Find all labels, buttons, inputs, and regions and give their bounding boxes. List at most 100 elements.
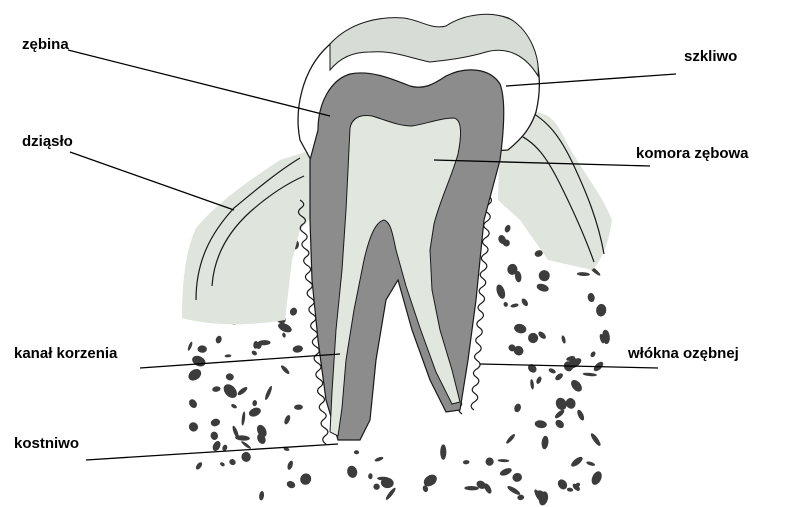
bone-particle xyxy=(251,350,258,357)
bone-particle xyxy=(513,403,522,413)
leader-dziaslo xyxy=(70,152,234,210)
bone-particle xyxy=(187,398,198,410)
bone-particle xyxy=(230,403,237,409)
bone-particle xyxy=(587,292,596,302)
bone-particle xyxy=(286,460,294,471)
bone-particle xyxy=(289,306,299,316)
bone-particle xyxy=(282,332,287,338)
bone-particle xyxy=(576,409,586,422)
bone-particle xyxy=(373,483,380,490)
leader-kostniwo xyxy=(86,444,338,460)
bone-particle xyxy=(252,400,257,406)
bone-particle xyxy=(195,461,204,470)
bone-particle xyxy=(503,301,509,307)
bone-particle xyxy=(583,372,597,376)
bone-particle xyxy=(212,386,221,393)
bone-particle xyxy=(526,331,540,345)
bone-particle xyxy=(354,450,359,454)
bone-particle xyxy=(240,440,251,450)
bone-particle xyxy=(190,354,207,369)
bone-particle xyxy=(570,455,585,468)
bone-particle xyxy=(485,457,495,467)
label-dziaslo: dziąsło xyxy=(22,133,73,150)
bone-particle xyxy=(221,382,240,401)
bone-particle xyxy=(536,282,550,293)
label-zebina: zębina xyxy=(22,36,69,53)
bone-particle xyxy=(513,323,527,335)
bone-particle xyxy=(520,297,529,307)
bone-particle xyxy=(590,470,604,487)
bone-particle xyxy=(510,303,519,308)
bone-particle xyxy=(577,272,590,276)
bone-particle xyxy=(530,379,535,390)
bone-particle xyxy=(187,341,193,351)
bone-particle xyxy=(236,386,248,397)
bone-particle xyxy=(211,440,222,453)
bone-particle xyxy=(495,283,507,300)
bone-particle xyxy=(548,367,557,374)
bone-particle xyxy=(219,461,225,467)
gingiva xyxy=(182,150,312,324)
bone-particle xyxy=(240,451,252,463)
bone-particle xyxy=(228,458,237,467)
bone-particle xyxy=(283,414,291,425)
bone-particle xyxy=(264,385,273,400)
bone-particle xyxy=(241,411,246,425)
bone-particle xyxy=(385,487,397,501)
bone-particle xyxy=(298,471,313,487)
bone-particle xyxy=(377,477,389,481)
bone-particle xyxy=(440,444,446,459)
bone-particle xyxy=(225,373,234,382)
label-szkliwo: szkliwo xyxy=(684,48,737,65)
bone-particle xyxy=(187,421,199,434)
bone-particle xyxy=(538,269,551,282)
bone-particle xyxy=(535,376,542,385)
bone-particle xyxy=(259,491,265,501)
leader-kanal-korzenia xyxy=(140,354,340,368)
bone-particle xyxy=(561,335,567,344)
bone-particle xyxy=(463,460,470,465)
label-wlokna-ozebnej: włókna ozębnej xyxy=(627,345,739,362)
bone-particle xyxy=(506,484,521,496)
bone-particle xyxy=(595,303,607,317)
bone-particle xyxy=(569,378,584,394)
bone-particle xyxy=(368,473,373,479)
bone-particle xyxy=(589,351,596,359)
bone-particle xyxy=(280,364,291,375)
bone-particle xyxy=(504,224,512,233)
bone-particle xyxy=(248,406,263,418)
label-kanal-korzenia: kanał korzenia xyxy=(14,345,118,362)
bone-particle xyxy=(554,408,566,419)
bone-particle xyxy=(505,433,516,445)
leader-zebina xyxy=(68,50,330,116)
bone-particle xyxy=(210,418,221,428)
bone-particle xyxy=(499,467,513,478)
bone-particle xyxy=(526,362,538,374)
bone-particle xyxy=(541,435,549,449)
bone-particle xyxy=(286,480,297,490)
bone-particle xyxy=(586,461,596,467)
bone-particle xyxy=(511,472,522,483)
bone-particle xyxy=(294,404,303,410)
bone-particle xyxy=(589,432,602,447)
bone-particle xyxy=(197,345,207,353)
bone-particle xyxy=(225,354,232,357)
bone-particle xyxy=(498,459,510,463)
bone-particle xyxy=(537,330,547,340)
bone-particle xyxy=(567,487,574,492)
bone-particle xyxy=(210,431,219,441)
label-komora-zebowa: komora zębowa xyxy=(636,145,749,162)
bone-particle xyxy=(346,465,359,479)
bone-particle xyxy=(215,335,223,344)
bone-particle xyxy=(517,494,525,501)
bone-particle xyxy=(554,396,569,412)
bone-particle xyxy=(292,345,303,354)
bone-particle xyxy=(464,486,478,491)
bone-particle xyxy=(186,367,203,383)
bone-particle xyxy=(255,423,269,438)
bone-particle xyxy=(554,418,566,430)
bone-particle xyxy=(534,419,547,428)
bone-particle xyxy=(374,456,384,463)
label-kostniwo: kostniwo xyxy=(14,435,79,452)
